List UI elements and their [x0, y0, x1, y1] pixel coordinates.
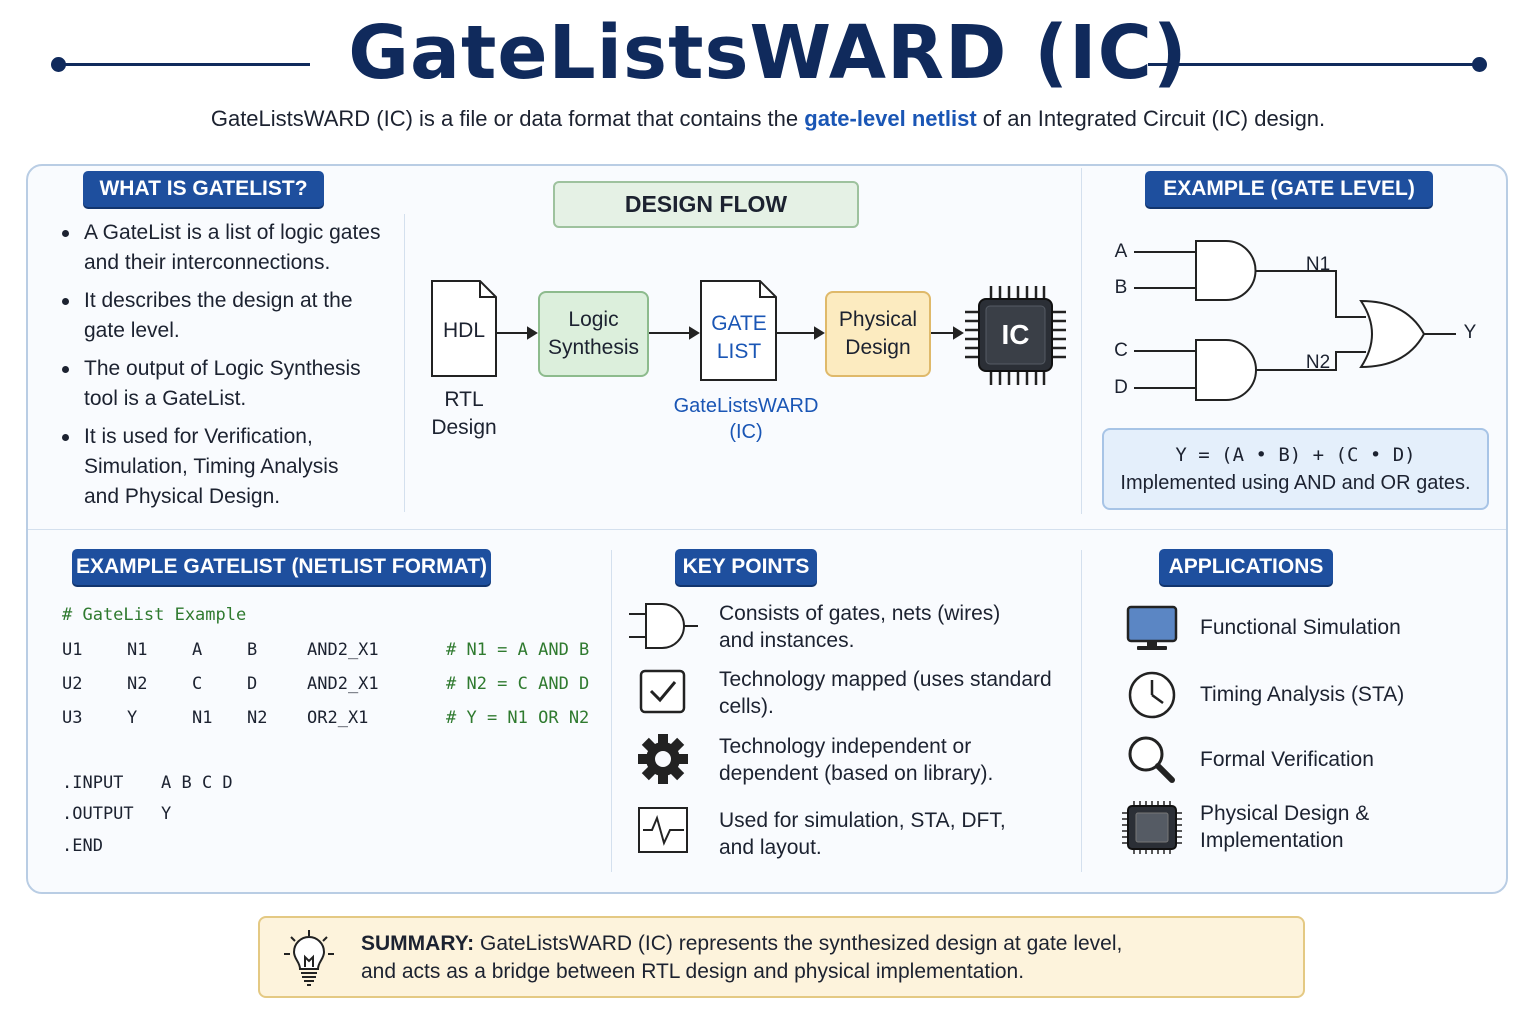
waveform-icon	[638, 807, 688, 853]
netlist-heading: EXAMPLE GATELIST (NETLIST FORMAT)	[72, 549, 491, 585]
netlist-row-3-out: Y	[127, 708, 138, 728]
application-physical-design: Physical Design &Implementation	[1200, 802, 1370, 852]
netlist-end-keyword: .END	[62, 836, 103, 856]
applications-heading: APPLICATIONS	[1159, 549, 1333, 585]
netlist-row-2-in2: D	[247, 674, 258, 694]
netlist-output-values: Y	[161, 804, 172, 824]
application-formal-verification: Formal Verification	[1200, 748, 1374, 771]
netlist-row-3-note: # Y = N1 OR N2	[446, 708, 590, 728]
netlist-row-2-cell: AND2_X1	[307, 674, 379, 694]
netlist-input-keyword: .INPUT	[62, 773, 124, 793]
application-timing-analysis: Timing Analysis (STA)	[1200, 683, 1405, 706]
netlist-row-3-in2: N2	[247, 708, 268, 728]
netlist-row-2-out: N2	[127, 674, 148, 694]
key-point-4: Used for simulation, STA, DFT,and layout…	[719, 809, 1006, 859]
title-rule-left-dot	[51, 57, 66, 72]
chip-icon	[1122, 801, 1182, 854]
application-functional-simulation: Functional Simulation	[1200, 616, 1401, 639]
bullet-item: It is used for Verification,Simulation, …	[58, 422, 398, 512]
and-gate-2	[1195, 339, 1257, 401]
formula-note: Implemented using AND and OR gates.	[1120, 472, 1471, 494]
subtitle-highlight: gate-level netlist	[804, 106, 977, 131]
page-subtitle: GateListsWARD (IC) is a file or data for…	[210, 106, 1326, 131]
key-point-1: Consists of gates, nets (wires)and insta…	[719, 602, 1001, 652]
netlist-row-2-note: # N2 = C AND D	[446, 674, 590, 694]
netlist-row-1-in1: A	[192, 640, 203, 660]
magnifier-icon	[1128, 736, 1175, 783]
divider-bottom-1	[611, 550, 612, 872]
netlist-row-3-cell: OR2_X1	[307, 708, 369, 728]
hdl-label: HDL	[442, 319, 485, 342]
net-label-n1: N1	[1305, 254, 1331, 275]
divider-top-2	[1081, 168, 1082, 514]
gear-icon	[638, 734, 688, 784]
netlist-row-1-inst: U1	[62, 640, 83, 660]
what-is-gatelist-heading: WHAT IS GATELIST?	[83, 171, 324, 207]
netlist-row-3-inst: U3	[62, 708, 83, 728]
summary-label: SUMMARY:	[361, 932, 475, 955]
title-rule-right-dot	[1472, 57, 1487, 72]
gatelist-caption: GateListsWARD(IC)	[673, 395, 819, 443]
lightbulb-icon	[284, 930, 334, 986]
input-label-d: D	[1114, 377, 1128, 398]
netlist-output-keyword: .OUTPUT	[62, 804, 134, 824]
netlist-comment: # GateList Example	[62, 605, 247, 625]
gatelist-document-icon	[700, 280, 777, 381]
monitor-icon	[1126, 605, 1178, 650]
ic-chip-icon	[965, 286, 1066, 385]
output-label-y: Y	[1463, 322, 1477, 343]
netlist-row-1-cell: AND2_X1	[307, 640, 379, 660]
page-title: GateListsWARD (IC)	[348, 10, 1188, 96]
net-label-n2: N2	[1305, 352, 1331, 373]
divider-top-1	[404, 214, 405, 512]
title-rule-left	[58, 63, 310, 66]
clock-icon	[1128, 671, 1176, 719]
netlist-row-3-in1: N1	[192, 708, 213, 728]
summary-text: SUMMARY: GateListsWARD (IC) represents t…	[361, 932, 1123, 983]
netlist-row-1-in2: B	[247, 640, 258, 660]
checkbox-icon	[639, 669, 686, 714]
divider-middle	[28, 529, 1506, 530]
hdl-document-icon	[431, 280, 497, 377]
and-gate-icon	[629, 603, 698, 649]
boolean-formula-box: Y = (A • B) + (C • D) Implemented using …	[1102, 428, 1489, 510]
netlist-row-1-note: # N1 = A AND B	[446, 640, 590, 660]
boolean-formula: Y = (A • B) + (C • D)	[1175, 444, 1416, 466]
design-flow-heading: DESIGN FLOW	[553, 181, 859, 228]
or-gate	[1359, 299, 1426, 369]
summary-box: SUMMARY: GateListsWARD (IC) represents t…	[258, 916, 1305, 998]
input-label-c: C	[1114, 340, 1128, 361]
netlist-row-2-in1: C	[192, 674, 203, 694]
input-label-b: B	[1114, 277, 1128, 298]
netlist-input-values: A B C D	[161, 773, 233, 793]
ic-chip-die	[985, 305, 1046, 365]
netlist-row-1-out: N1	[127, 640, 148, 660]
flow-arrows	[497, 326, 964, 340]
ic-chip-label: IC	[1001, 319, 1030, 350]
netlist-row-2-inst: U2	[62, 674, 83, 694]
example-gate-level-heading: EXAMPLE (GATE LEVEL)	[1145, 171, 1433, 207]
gatelist-document-fold	[759, 281, 776, 298]
divider-bottom-2	[1081, 550, 1082, 872]
input-label-a: A	[1114, 241, 1128, 262]
title-rule-right	[1148, 63, 1480, 66]
key-points-heading: KEY POINTS	[675, 549, 817, 585]
and-gate-1	[1195, 240, 1257, 301]
hdl-document-fold	[479, 281, 496, 298]
